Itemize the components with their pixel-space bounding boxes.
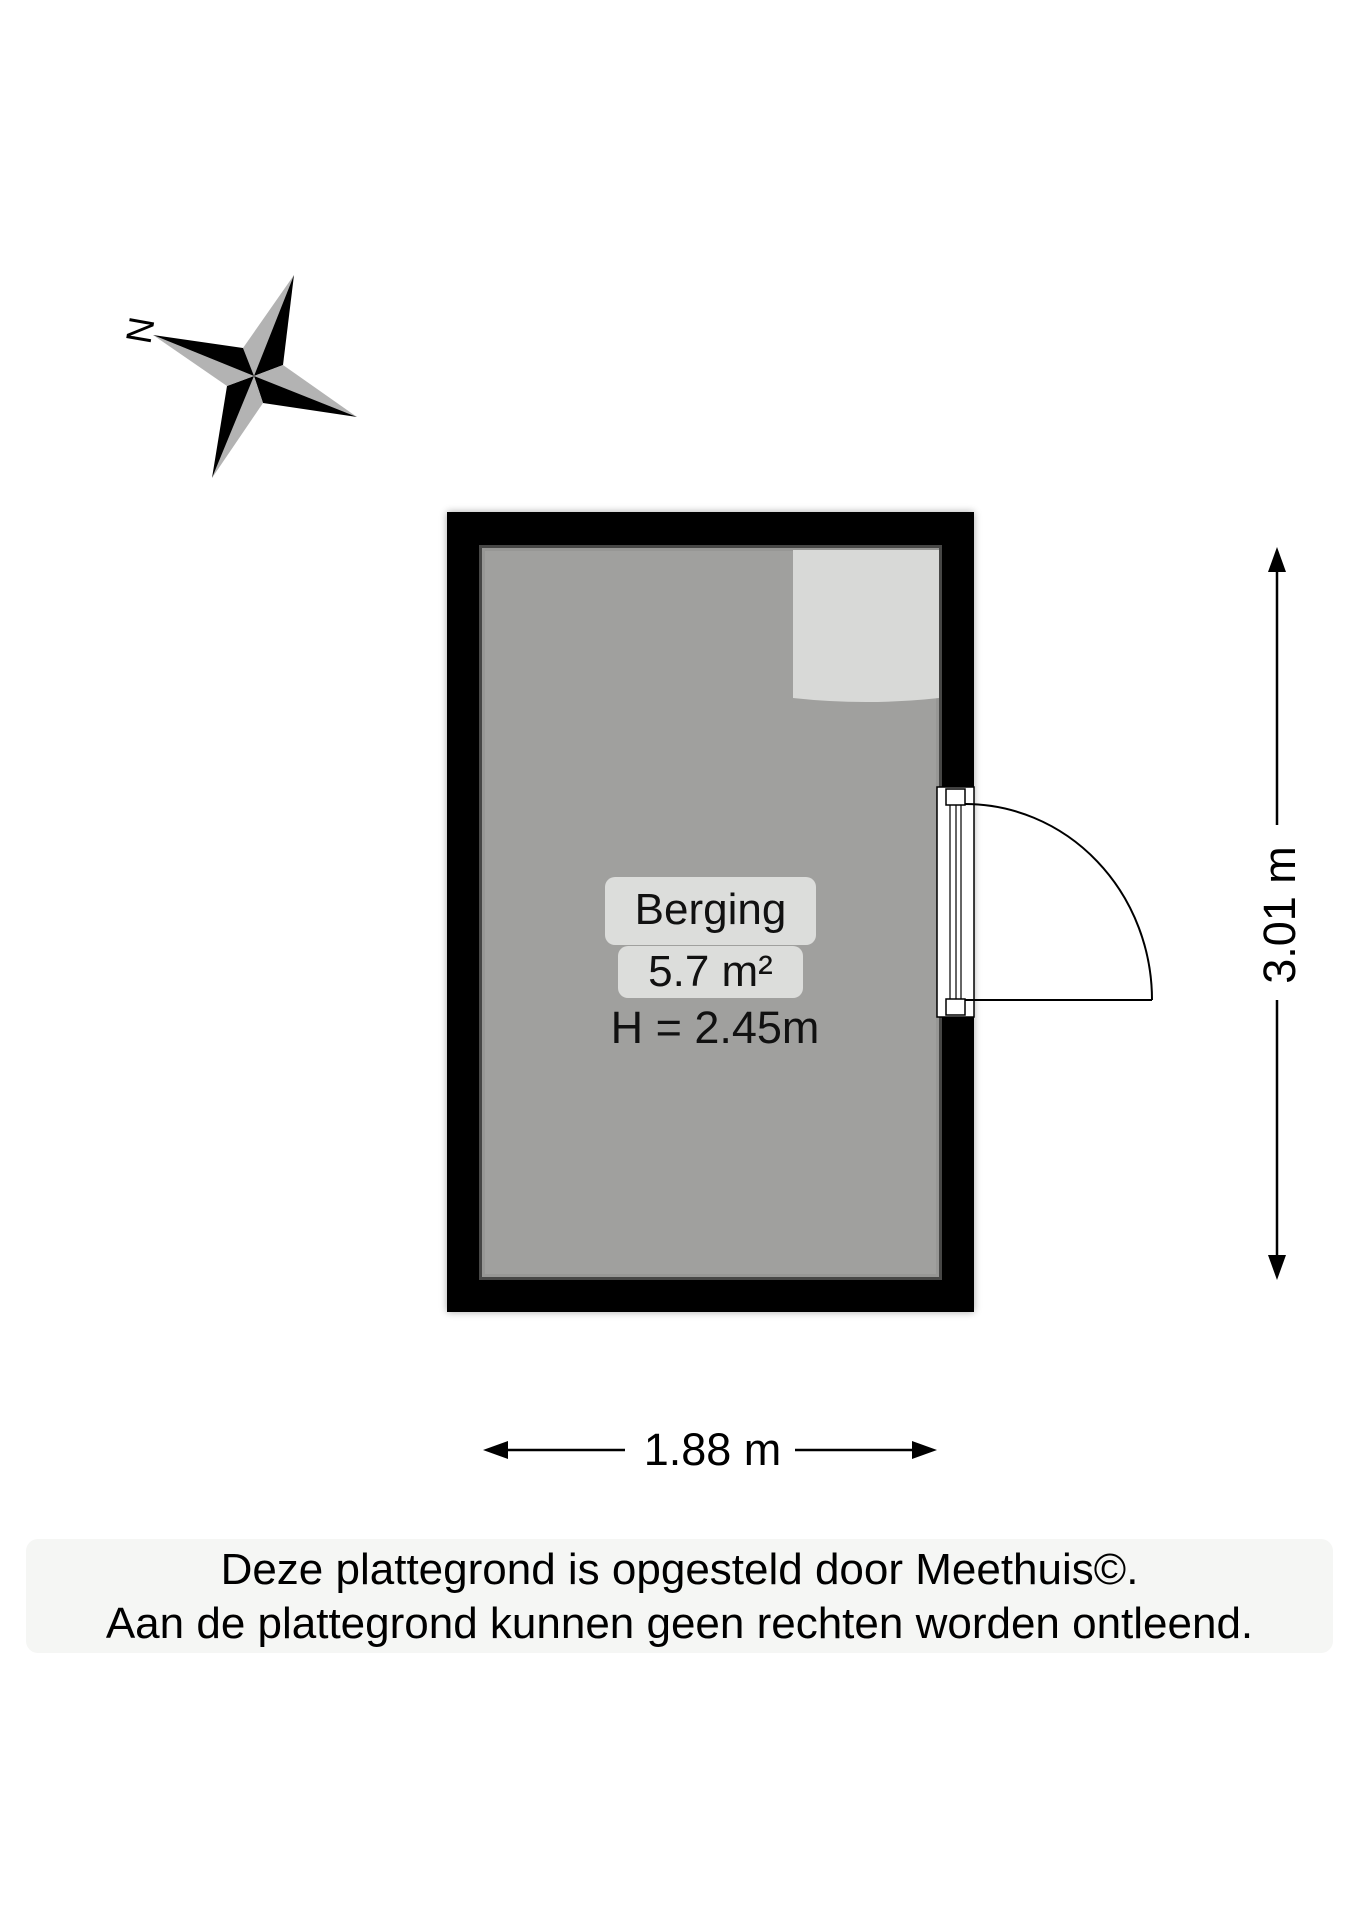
width-dimension-line (483, 1441, 937, 1459)
length-dimension-label: 3.01 m (1254, 835, 1305, 995)
storage-fixture (793, 550, 939, 702)
door (936, 786, 1153, 1018)
disclaimer-line-2: Aan de plattegrond kunnen geen rechten w… (105, 1599, 1254, 1648)
room-name-label: Berging (605, 877, 816, 945)
width-dimension-label: 1.88 m (630, 1425, 795, 1475)
north-label: N (118, 314, 163, 347)
length-dimension-line (1268, 547, 1286, 1280)
disclaimer-line-1: Deze plattegrond is opgesteld door Meeth… (220, 1545, 1139, 1594)
room-height-label: H = 2.45m (610, 1002, 820, 1053)
room-area-label: 5.7 m² (618, 946, 803, 998)
compass-rose-icon (153, 275, 357, 478)
disclaimer-box: Deze plattegrond is opgesteld door Meeth… (26, 1539, 1333, 1653)
